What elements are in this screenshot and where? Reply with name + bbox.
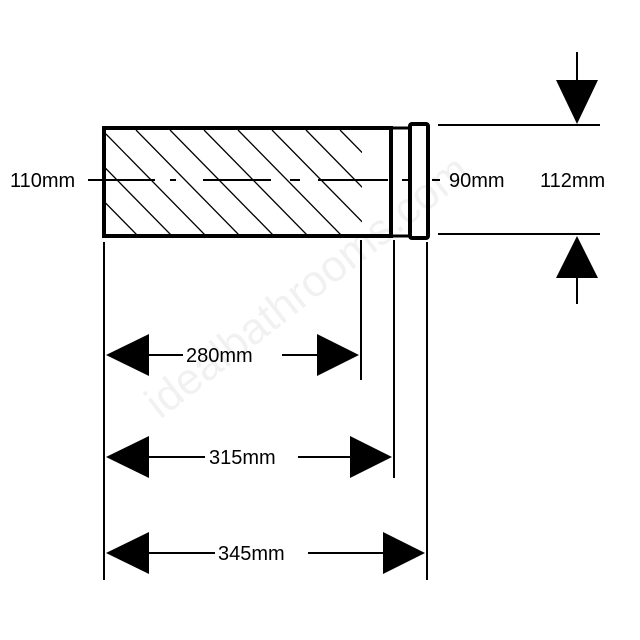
label-280mm: 280mm	[186, 345, 253, 367]
arrow-right-icon	[317, 334, 359, 376]
hatch-line	[106, 167, 171, 234]
arrow-up-icon	[556, 236, 598, 278]
hatch-line	[305, 130, 362, 189]
arrow-left-icon	[106, 334, 149, 376]
label-90mm: 90mm	[449, 170, 505, 192]
hatch-line	[169, 130, 273, 234]
arrow-down-icon	[556, 80, 598, 124]
hatch-line	[339, 130, 362, 154]
pipe-body	[102, 126, 393, 238]
label-110mm: 110mm	[10, 170, 75, 192]
label-345mm: 345mm	[218, 543, 285, 565]
arrow-left-icon	[106, 436, 149, 478]
hatch-line	[135, 130, 239, 234]
arrow-left-icon	[106, 532, 149, 574]
hatch-line	[106, 133, 205, 234]
hatch-line	[203, 130, 307, 234]
hatching	[106, 130, 362, 234]
hatch-line	[237, 130, 341, 234]
hatch-line	[271, 130, 362, 223]
label-112mm: 112mm	[540, 170, 605, 192]
arrow-right-icon	[350, 436, 392, 478]
hatch-line	[106, 202, 137, 234]
label-315mm: 315mm	[209, 447, 276, 469]
arrow-right-icon	[383, 532, 425, 574]
